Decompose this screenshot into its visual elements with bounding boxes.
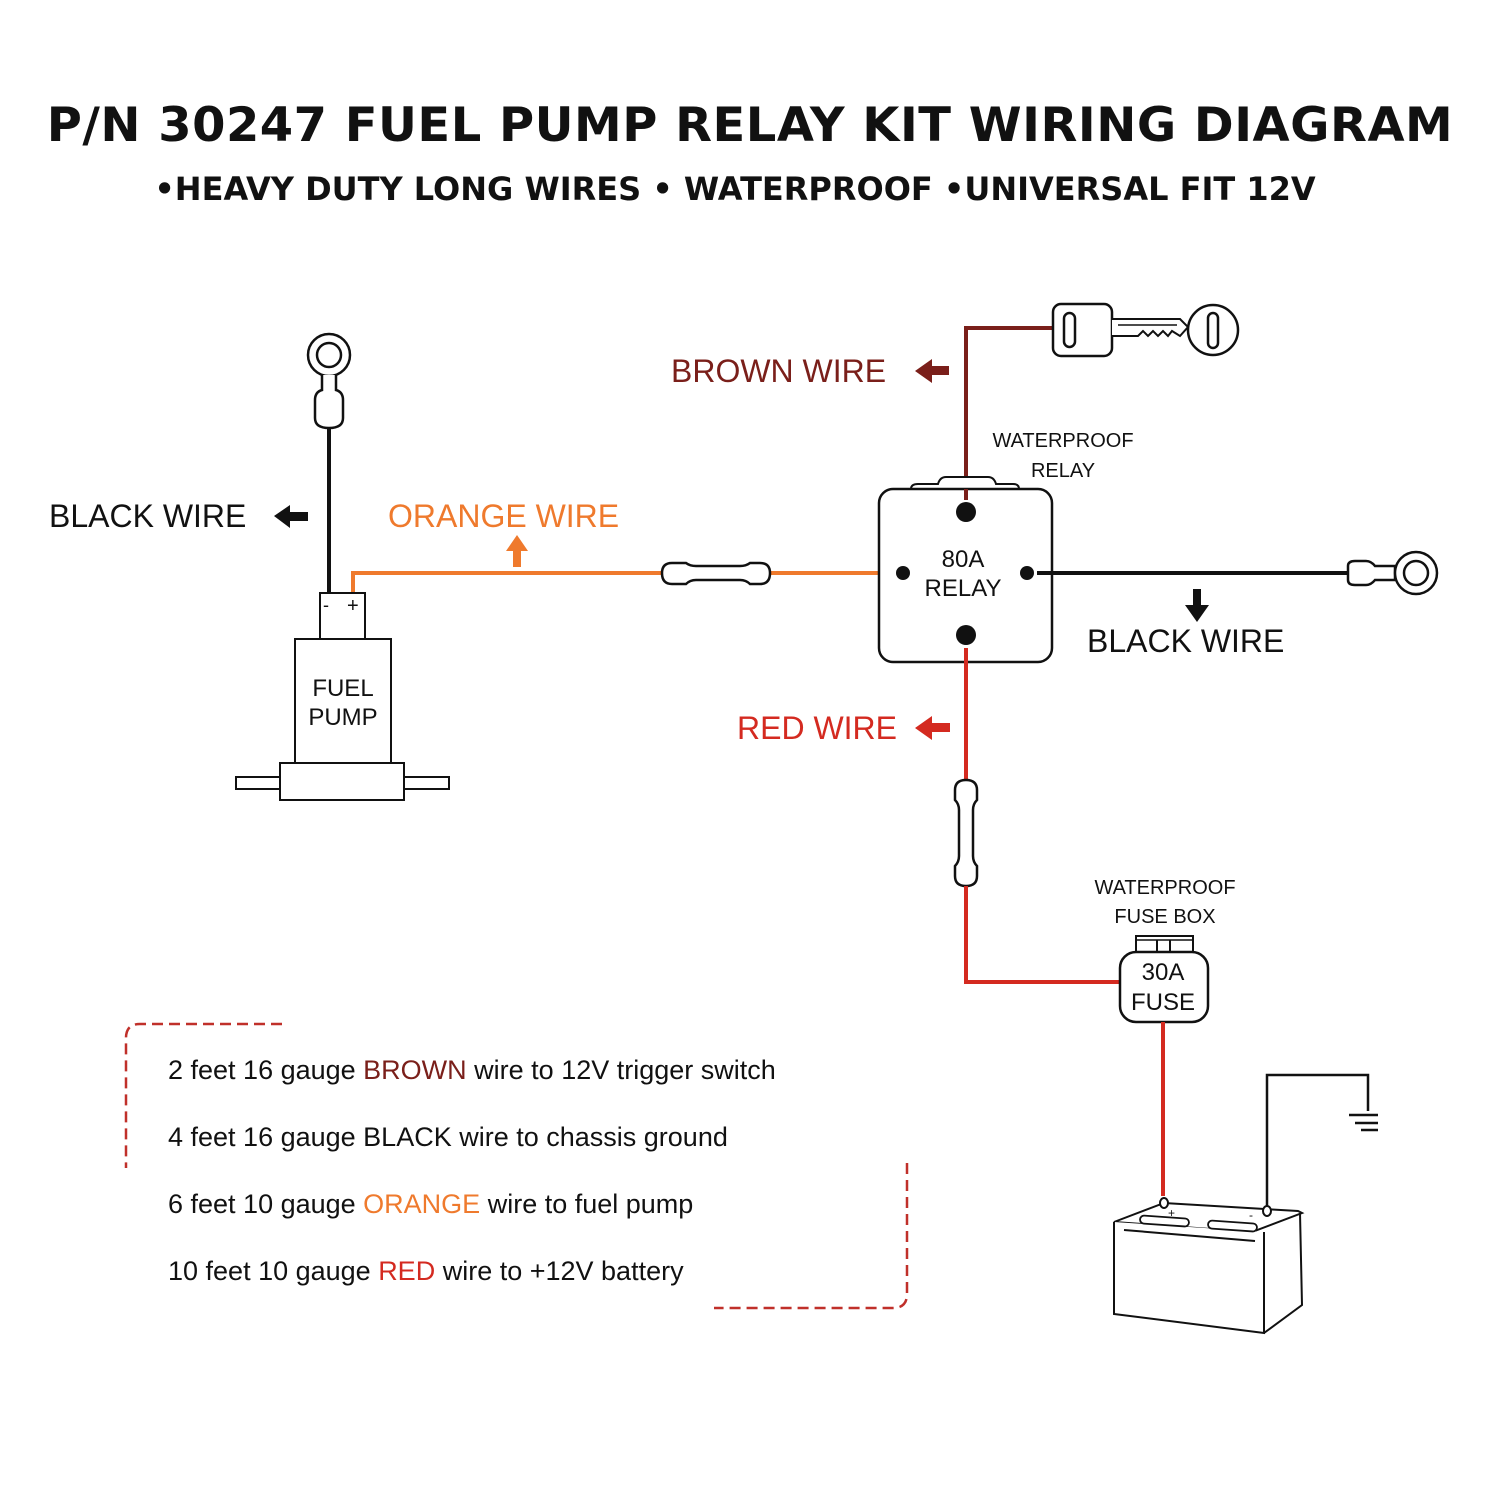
battery-negative-terminal: [1262, 1205, 1272, 1217]
ignition-key-icon: [1051, 302, 1240, 358]
fuel-pump: - + FUEL PUMP: [235, 592, 450, 801]
arrow-icon: [915, 716, 950, 740]
inline-connector-icon: [660, 561, 772, 586]
ground-symbol-icon: [1349, 1113, 1378, 1132]
fuse-label-2: FUSE: [1131, 989, 1195, 1016]
label-black-wire-left: BLACK WIRE: [49, 498, 246, 534]
legend-color-word: BROWN: [363, 1055, 467, 1085]
legend-text: 4 feet 16 gauge: [168, 1122, 364, 1152]
arrow-icon: [506, 535, 528, 567]
legend-item-brown: 2 feet 16 gauge BROWN wire to 12V trigge…: [168, 1050, 776, 1117]
pump-ground-ring-terminal: [306, 332, 352, 430]
fuse-caption-1: WATERPROOF: [1094, 877, 1235, 899]
legend-color-word: RED: [378, 1256, 436, 1286]
relay-label-2: RELAY: [925, 575, 1002, 602]
legend-text: wire to +12V battery: [435, 1256, 684, 1286]
orange-wire: [351, 571, 663, 596]
fuse-caption-2: FUSE BOX: [1114, 906, 1215, 928]
relay-label-1: 80A: [942, 546, 985, 573]
brown-wire: [964, 326, 1054, 500]
legend-text: wire to chassis ground: [451, 1122, 728, 1152]
relay-caption-2: RELAY: [1031, 460, 1095, 482]
ring-terminal-icon: [306, 332, 352, 430]
legend-text: wire to 12V trigger switch: [466, 1055, 776, 1085]
pump-minus-terminal: -: [323, 595, 329, 615]
legend-item-orange: 6 feet 10 gauge ORANGE wire to fuel pump: [168, 1184, 776, 1251]
label-red-wire: RED WIRE: [737, 710, 897, 746]
page-subtitle: •HEAVY DUTY LONG WIRES • WATERPROOF •UNI…: [154, 170, 1316, 208]
legend-text: wire to fuel pump: [480, 1189, 694, 1219]
legend-text: 10 feet 10 gauge: [168, 1256, 379, 1286]
legend-color-word: ORANGE: [363, 1189, 481, 1219]
legend-text: 2 feet 16 gauge: [168, 1055, 364, 1085]
label-black-wire-right: BLACK WIRE: [1087, 623, 1284, 659]
pump-plus-terminal: +: [347, 595, 359, 617]
battery-ground-wire: [1265, 1073, 1370, 1206]
relay-terminal-86: [956, 502, 976, 522]
relay-terminal-30: [956, 625, 976, 645]
relay-caption-1: WATERPROOF: [992, 430, 1133, 452]
battery-plus-label: +: [1168, 1206, 1175, 1220]
label-brown-wire: BROWN WIRE: [671, 353, 886, 389]
arrow-icon: [274, 505, 308, 528]
legend-text: 6 feet 10 gauge: [168, 1189, 364, 1219]
arrow-icon: [915, 359, 949, 383]
ring-terminal-icon: [1346, 550, 1439, 596]
relay-terminal-87: [896, 566, 910, 580]
legend-item-black: 4 feet 16 gauge BLACK wire to chassis gr…: [168, 1117, 776, 1184]
inline-connector-icon: [953, 778, 979, 888]
pump-label-2: PUMP: [308, 704, 377, 731]
fuse-box-30a: 30A FUSE: [1118, 935, 1210, 1024]
fuse-label-1: 30A: [1142, 959, 1185, 986]
pump-label-1: FUEL: [312, 675, 373, 702]
arrow-icon: [1185, 589, 1209, 622]
relay-80a: 80A RELAY: [877, 476, 1054, 664]
wire-spec-legend: 2 feet 16 gauge BROWN wire to 12V trigge…: [168, 1050, 776, 1318]
page-title: P/N 30247 FUEL PUMP RELAY KIT WIRING DIA…: [46, 98, 1454, 153]
red-wire-fuse-segment: [964, 886, 1120, 984]
legend-item-red: 10 feet 10 gauge RED wire to +12V batter…: [168, 1251, 776, 1318]
legend-border-bottom-right: [714, 1163, 909, 1310]
legend-color-word: BLACK: [363, 1122, 452, 1152]
battery-icon: + -: [1113, 1197, 1305, 1335]
legend-border-top-left: [124, 1022, 282, 1168]
relay-terminal-85: [1020, 566, 1034, 580]
battery-minus-label: -: [1249, 1208, 1253, 1222]
label-orange-wire: ORANGE WIRE: [388, 498, 619, 534]
battery-positive-terminal: [1159, 1197, 1169, 1209]
